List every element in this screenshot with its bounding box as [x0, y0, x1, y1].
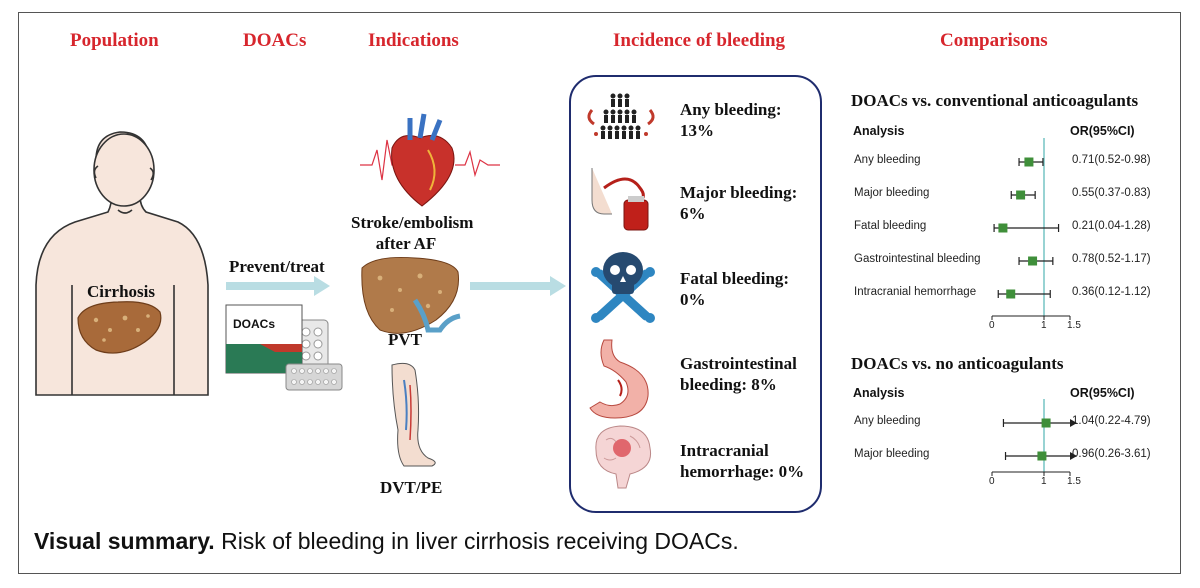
forest-col-or-1: OR(95%CI) [1070, 124, 1135, 138]
incidence-label: Intracranial [680, 441, 769, 460]
incidence-value: hemorrhage: 0% [680, 462, 805, 481]
liver-pvt-icon [361, 257, 461, 334]
to-incidence-arrow [470, 276, 566, 296]
header-indications: Indications [368, 30, 459, 51]
ci-arrow [1070, 419, 1077, 427]
incidence-value: 13% [680, 121, 714, 140]
incidence-value: 0% [680, 290, 706, 309]
incidence-label: Gastrointestinal [680, 354, 797, 373]
point-estimate [1028, 256, 1038, 266]
x-tick-label: 1.5 [1067, 476, 1081, 487]
x-tick-label: 0 [989, 320, 995, 331]
incidence-value: 6% [680, 204, 706, 223]
point-estimate [998, 223, 1008, 233]
prevent-treat-arrow [226, 276, 330, 296]
x-tick-label: 1 [1041, 476, 1047, 487]
incidence-item: Gastrointestinal bleeding: 8% [680, 353, 797, 395]
heart-icon [360, 113, 500, 207]
leg-dvt-icon [391, 362, 436, 467]
forest-row-or: 0.21(0.04-1.28) [1072, 220, 1151, 232]
figure-frame [18, 12, 1181, 574]
incidence-label: Major bleeding: [680, 183, 798, 202]
forest-row-label: Major bleeding [854, 448, 930, 460]
blood-transfusion-icon [591, 168, 649, 231]
point-estimate [1024, 157, 1034, 167]
brain-icon [595, 425, 652, 489]
incidence-label: Fatal bleeding: [680, 269, 790, 288]
caption: Visual summary. Risk of bleeding in live… [34, 528, 739, 555]
forest-row-or: 0.78(0.52-1.17) [1072, 253, 1151, 265]
forest-row-label: Intracranial hemorrhage [854, 286, 977, 298]
forest-row-or: 0.55(0.37-0.83) [1072, 187, 1151, 199]
indication-dvt-pe: DVT/PE [380, 478, 443, 497]
caption-text: Risk of bleeding in liver cirrhosis rece… [214, 528, 739, 554]
drug-box-icon [225, 304, 343, 391]
point-estimate [1006, 289, 1016, 299]
x-tick-label: 1 [1041, 320, 1047, 331]
incidence-item: Fatal bleeding: 0% [680, 268, 789, 310]
incidence-item: Any bleeding: 13% [680, 99, 782, 141]
x-tick-label: 1.5 [1067, 320, 1081, 331]
forest-title-1: DOACs vs. conventional anticoagulants [851, 91, 1139, 110]
caption-bold: Visual summary. [34, 528, 215, 554]
incidence-label: Any bleeding: [680, 100, 782, 119]
forest-row-label: Major bleeding [854, 187, 930, 199]
forest-row-or: 0.96(0.26-3.61) [1072, 448, 1151, 460]
point-estimate [1016, 190, 1026, 200]
header-population: Population [70, 30, 159, 51]
stomach-icon [589, 339, 649, 419]
x-tick-label: 0 [989, 476, 995, 487]
forest-row-or: 0.71(0.52-0.98) [1072, 154, 1151, 166]
point-estimate [1041, 418, 1051, 428]
drug-box-label: DOACs [233, 317, 276, 331]
forest-row-label: Any bleeding [854, 415, 921, 427]
header-doacs: DOACs [243, 30, 307, 51]
header-incidence: Incidence of bleeding [613, 30, 786, 51]
liver-icon [77, 301, 162, 354]
indication-stroke: Stroke/embolism after AF [351, 213, 474, 253]
ci-arrow [1070, 452, 1077, 460]
incidence-item: Intracranial hemorrhage: 0% [680, 440, 804, 482]
prevent-treat-label: Prevent/treat [229, 257, 325, 276]
forest-row-or: 0.36(0.12-1.12) [1072, 286, 1151, 298]
incidence-value: bleeding: 8% [680, 375, 777, 394]
skull-crossbones-icon [591, 252, 655, 323]
forest-row-label: Gastrointestinal bleeding [854, 253, 981, 265]
forest-col-analysis-1: Analysis [853, 124, 905, 138]
forest-col-analysis-2: Analysis [853, 386, 905, 400]
forest-title-2: DOACs vs. no anticoagulants [851, 354, 1064, 373]
forest-row-or: 1.04(0.22-4.79) [1072, 415, 1151, 427]
forest-col-or-2: OR(95%CI) [1070, 386, 1135, 400]
cirrhosis-label: Cirrhosis [87, 282, 155, 301]
header-comparisons: Comparisons [940, 30, 1048, 51]
incidence-item: Major bleeding: 6% [680, 182, 797, 224]
crowd-bleeding-icon [587, 93, 655, 139]
forest-row-label: Fatal bleeding [854, 220, 927, 232]
forest-row-label: Any bleeding [854, 154, 921, 166]
indication-pvt: PVT [388, 330, 422, 349]
point-estimate [1037, 451, 1047, 461]
